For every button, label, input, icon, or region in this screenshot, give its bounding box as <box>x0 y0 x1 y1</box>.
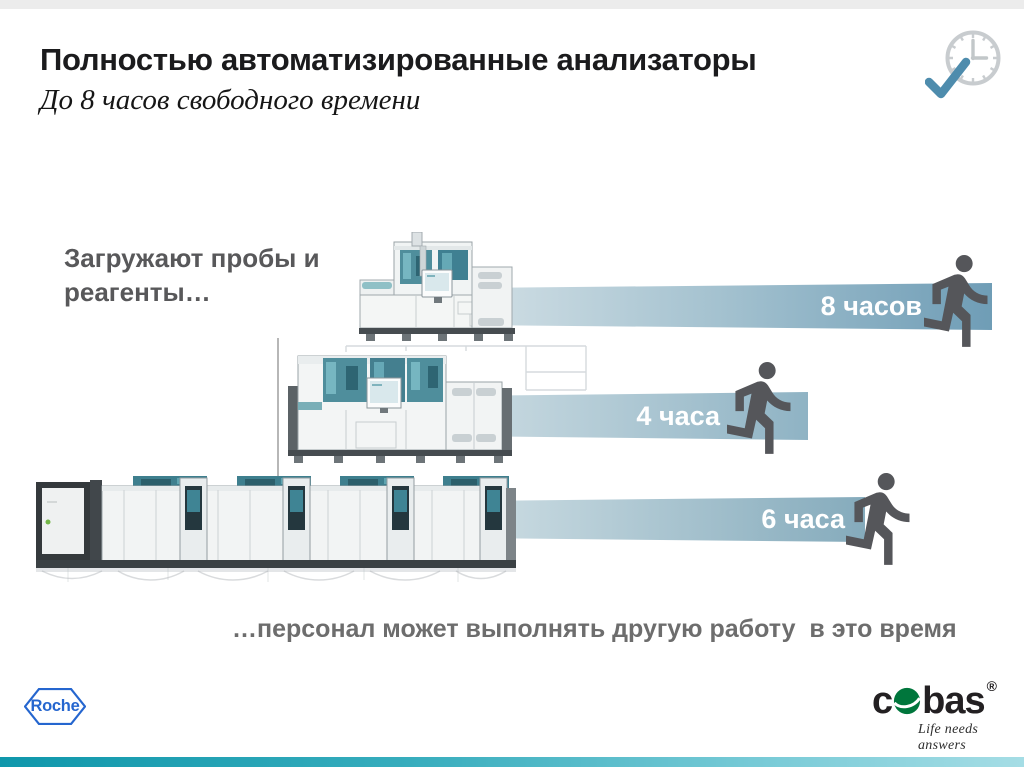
walking-person-icon-6h <box>846 473 910 565</box>
cobas-o-icon <box>893 687 921 715</box>
analyzer-medium-image <box>288 345 587 463</box>
module-door-windows <box>179 477 508 563</box>
roche-logo-text: Roche <box>30 697 80 715</box>
footer-accent-bar <box>0 757 1024 767</box>
ghost-outline <box>345 345 587 391</box>
staff-caption: …персонал может выполнять другую работу … <box>232 615 957 643</box>
load-samples-caption: Загружают пробы и реагенты… <box>64 243 320 307</box>
checkmark-icon <box>925 57 971 99</box>
walking-person-icon-4h <box>727 362 791 454</box>
analyzer-line-image <box>36 476 516 582</box>
reflection <box>36 568 516 582</box>
time-bar-8h-label: 8 часов <box>820 291 922 321</box>
time-bar-4h-label: 4 часа <box>636 401 720 431</box>
cobas-letters-bas: bas <box>922 680 985 722</box>
slide-top-border <box>0 0 1024 9</box>
cobas-tagline: Life needs answers <box>918 722 979 753</box>
analyzer-compact-image <box>359 232 515 341</box>
time-bar-6h-label: 6 часа <box>761 504 845 534</box>
roche-hexagon-icon <box>24 688 86 725</box>
time-bar-6h: 6 часа <box>505 497 865 542</box>
cobas-logo: c bas® <box>872 678 997 724</box>
registered-mark: ® <box>986 678 997 694</box>
time-bar-8h: 8 часов <box>505 283 992 330</box>
cobas-letter-c: c <box>872 680 893 722</box>
roche-logo <box>24 688 86 725</box>
walking-person-icon-8h <box>924 255 988 347</box>
divider-line <box>277 338 279 478</box>
page-subtitle: До 8 часов свободного времени <box>40 84 421 116</box>
page-title: Полностью автоматизированные анализаторы <box>40 42 757 77</box>
